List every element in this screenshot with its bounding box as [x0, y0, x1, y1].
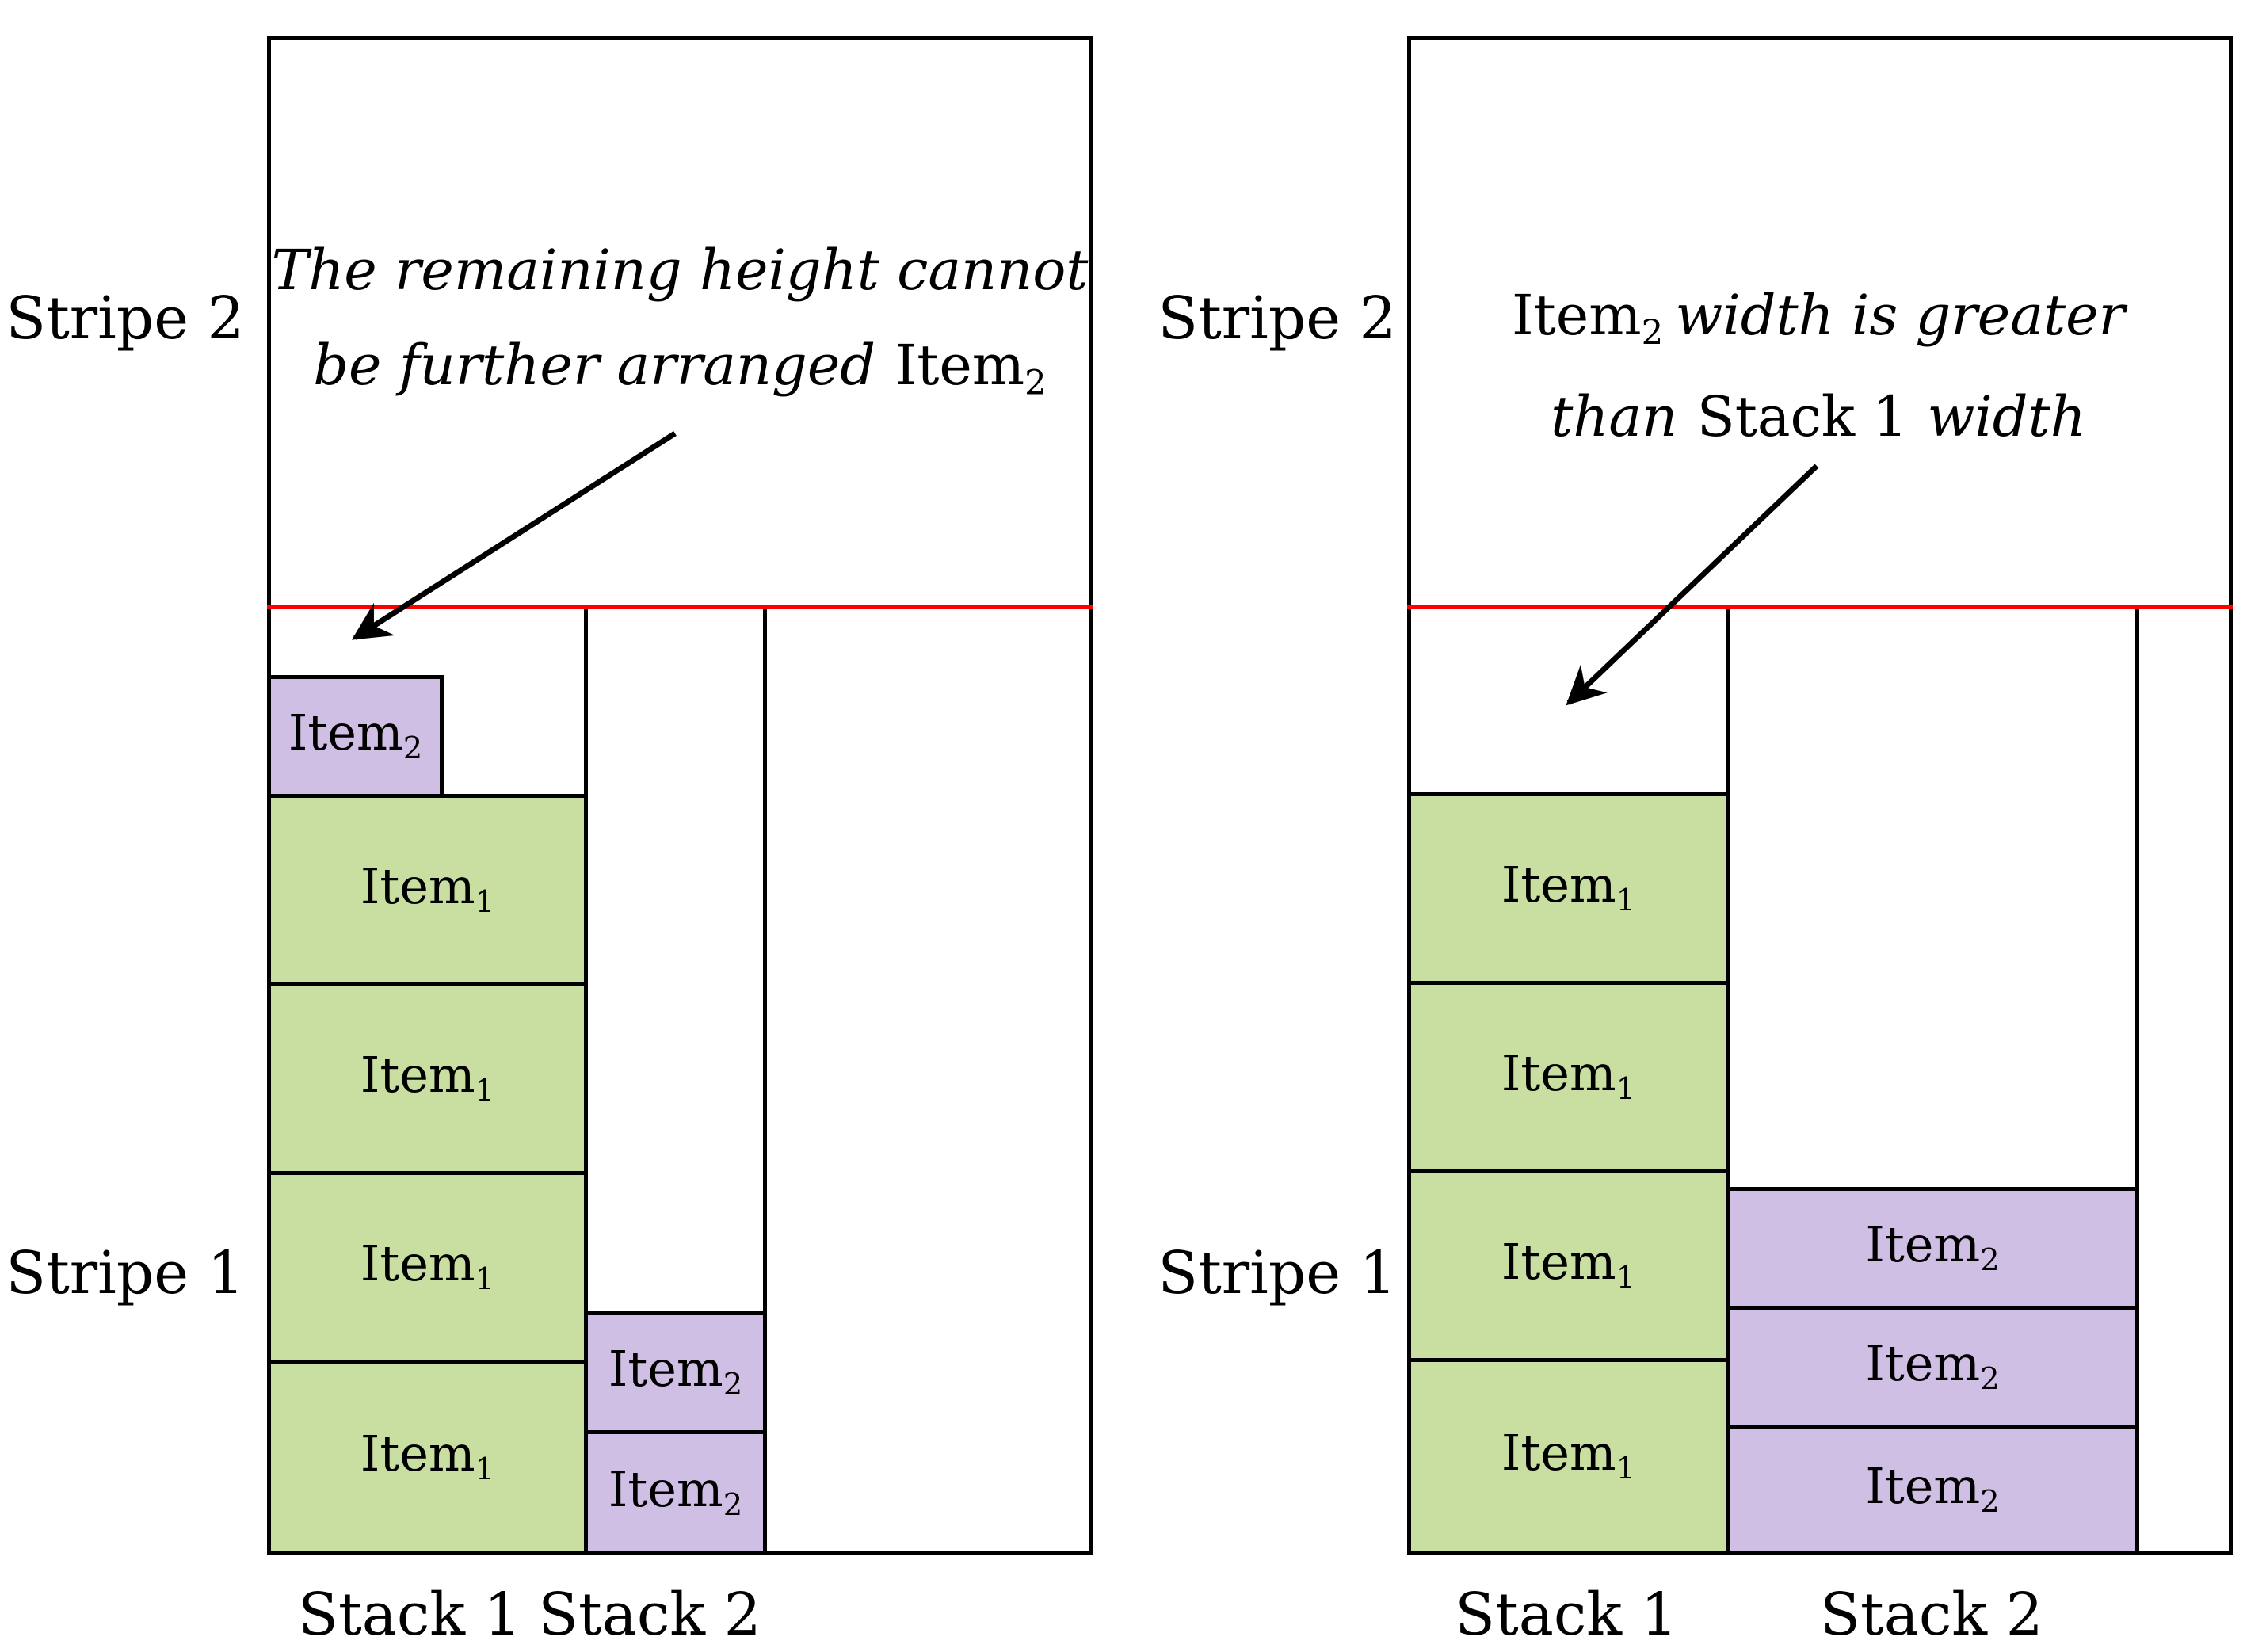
item-label: Item2 [288, 708, 422, 764]
item-subscript: 2 [723, 1486, 743, 1523]
item-label: Item1 [1501, 1238, 1635, 1293]
annotation-line1-italic: width is greater [1675, 283, 2125, 349]
annotation-line1: The remaining height cannot [271, 238, 1089, 303]
item-subscript: 2 [1980, 1361, 2000, 1398]
item1-box: Item1 [1407, 1169, 1730, 1362]
item-word: Item [360, 1046, 475, 1105]
item-label: Item1 [360, 1051, 494, 1106]
annotation-line2-italic-pre: than [1551, 384, 1678, 449]
stack2-label: Stack 2 [1820, 1581, 2043, 1649]
stripe2-label: Stripe 2 [6, 284, 245, 353]
annotation-line2-italic-post: width [1927, 384, 2086, 449]
item-subscript: 1 [475, 1452, 495, 1488]
annotation-item-subscript: 2 [1641, 313, 1664, 353]
item-word: Item [1865, 1457, 1981, 1516]
item2-box: Item2 [1726, 1187, 2139, 1310]
item-word: Item [360, 1234, 475, 1293]
item1-box: Item1 [1407, 1358, 1730, 1555]
item-word: Item [608, 1459, 723, 1518]
annotation-stack-word: Stack 1 [1696, 384, 1908, 449]
item-label: Item2 [608, 1345, 742, 1400]
item-subscript: 1 [1616, 1451, 1636, 1487]
item1-box: Item1 [267, 1360, 588, 1555]
item-subscript: 1 [1616, 1260, 1636, 1296]
item-label: Item1 [360, 1429, 494, 1485]
item-word: Item [1501, 1233, 1616, 1291]
item-word: Item [360, 1425, 475, 1483]
item-subscript: 2 [723, 1367, 743, 1403]
stripe1-label: Stripe 1 [6, 1239, 245, 1307]
item-label: Item2 [608, 1464, 743, 1523]
stripe2-label: Stripe 2 [1158, 284, 1397, 353]
item-word: Item [288, 704, 403, 762]
item-label: Item1 [1501, 1429, 1635, 1484]
item-label: Item2 [1865, 1462, 1999, 1517]
item-label: Item1 [360, 1239, 494, 1295]
item1-box: Item1 [1407, 981, 1730, 1173]
item1-box: Item1 [1407, 792, 1730, 985]
stack2-label: Stack 2 [538, 1581, 761, 1649]
item-subscript: 1 [475, 884, 495, 921]
item-subscript: 2 [1980, 1242, 2000, 1279]
item-label: Item2 [1865, 1220, 1999, 1276]
item-word: Item [1865, 1334, 1981, 1393]
annotation-item-word: Item [1512, 283, 1642, 349]
stack2-boundary-line [2135, 609, 2139, 1555]
annotation-item-subscript: 2 [1024, 363, 1047, 403]
item1-box: Item1 [267, 1171, 588, 1364]
item-label: Item1 [360, 862, 494, 918]
item-word: Item [360, 857, 475, 916]
stack1-label: Stack 1 [298, 1581, 521, 1649]
stack1-label: Stack 1 [1455, 1581, 1678, 1649]
stripe-divider-line [267, 605, 1093, 609]
stripe-divider-line [1407, 605, 2233, 609]
item-label: Item1 [1501, 1049, 1635, 1105]
item-word: Item [1865, 1215, 1981, 1274]
item-label: Item2 [1865, 1339, 1999, 1394]
item-label: Item1 [1501, 860, 1635, 916]
item-subscript: 2 [1980, 1484, 2000, 1520]
item2-box: Item2 [584, 1311, 767, 1434]
stack2-boundary-line [763, 609, 767, 1555]
annotation-line2-italic: be further arranged [313, 333, 876, 399]
item-subscript: 1 [1616, 1071, 1636, 1108]
item-subscript: 2 [402, 731, 423, 767]
item-subscript: 1 [475, 1261, 495, 1298]
item-subscript: 1 [1616, 883, 1636, 919]
item2-box: Item2 [267, 675, 444, 798]
item2-box: Item2 [584, 1430, 767, 1555]
item2-box: Item2 [1726, 1425, 2139, 1555]
item-word: Item [1501, 856, 1616, 914]
item-subscript: 1 [475, 1073, 495, 1109]
item-word: Item [1501, 1044, 1616, 1103]
item-word: Item [608, 1340, 723, 1398]
item2-box: Item2 [1726, 1306, 2139, 1429]
item1-box: Item1 [267, 982, 588, 1175]
item-word: Item [1501, 1424, 1616, 1482]
annotation-item-word: Item [895, 333, 1025, 399]
item1-box: Item1 [267, 794, 588, 986]
stripe1-label: Stripe 1 [1158, 1239, 1397, 1307]
